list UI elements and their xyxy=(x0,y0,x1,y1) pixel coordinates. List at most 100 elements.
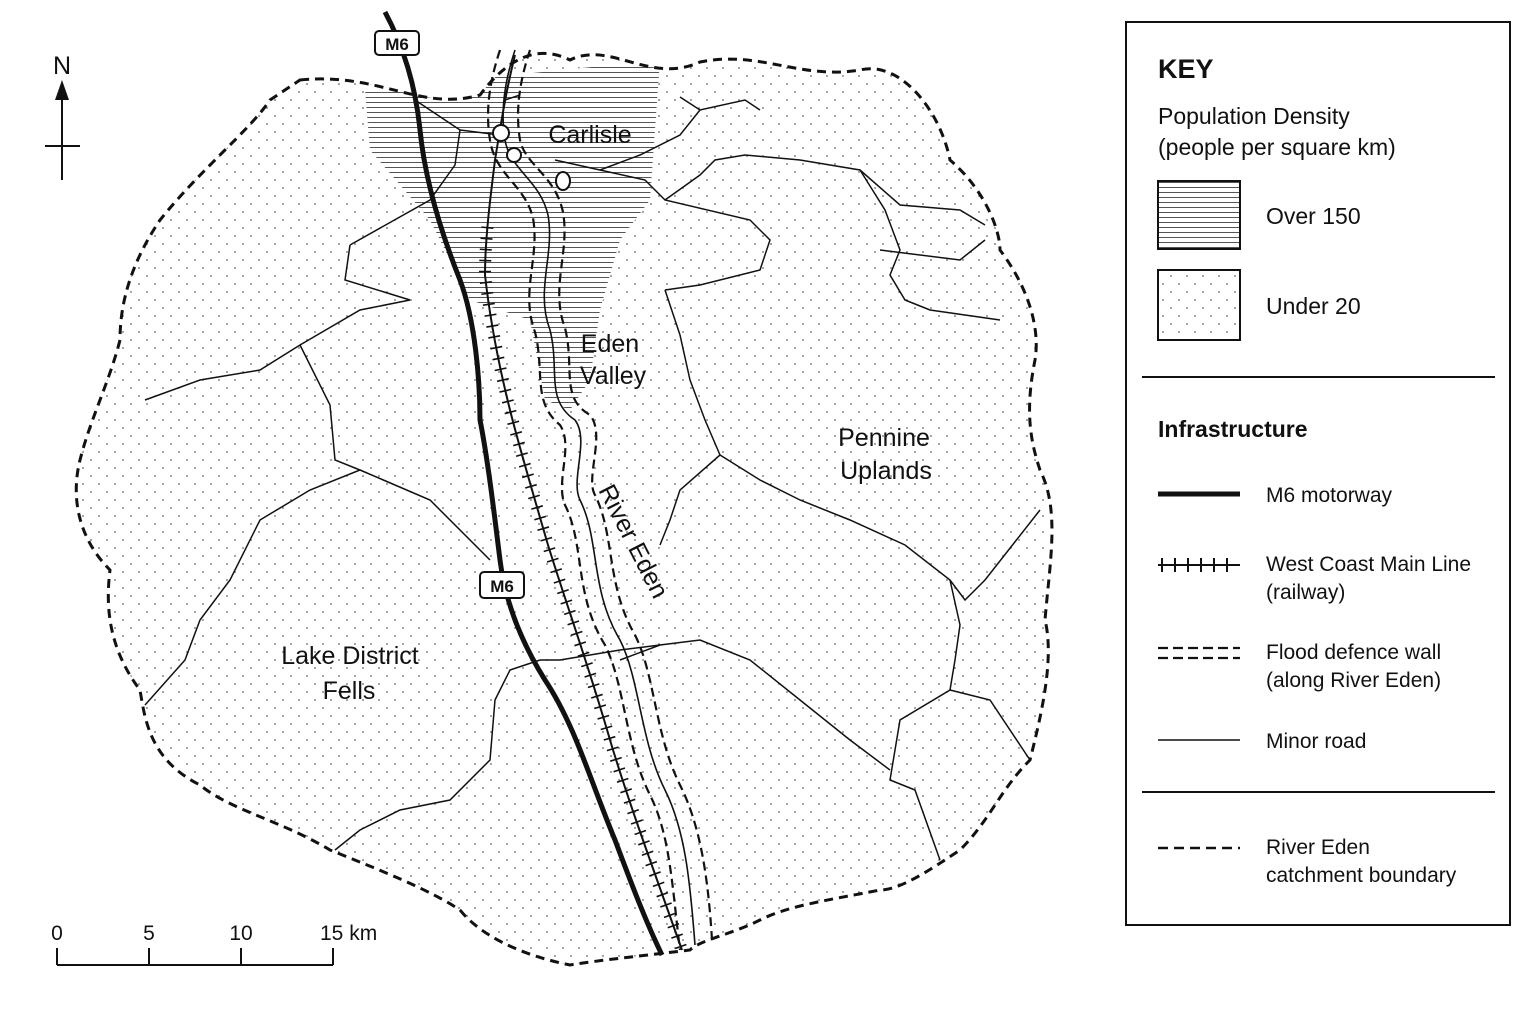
railway-tick xyxy=(606,746,619,752)
railway-tick xyxy=(667,922,680,929)
railway-tick xyxy=(537,526,550,532)
minor-roads xyxy=(144,94,1041,861)
railway-tick xyxy=(584,672,597,678)
population-heading-line2: (people per square km) xyxy=(1158,134,1396,160)
railway-tick xyxy=(574,641,587,647)
density-over-150-area xyxy=(365,60,660,410)
railway-tick xyxy=(531,505,544,510)
map-key: KEY Population Density (people per squar… xyxy=(1125,21,1511,926)
swatch-over-150 xyxy=(1157,180,1241,250)
railway-tick xyxy=(567,620,580,626)
pennine-uplands-label-line1: Pennine xyxy=(838,424,930,452)
railway-tick xyxy=(613,767,626,773)
railway-tick xyxy=(563,609,576,616)
railway-tick xyxy=(553,578,566,584)
railway-tick xyxy=(648,871,661,877)
railway-tick xyxy=(501,399,514,404)
carlisle-settlements xyxy=(492,124,571,191)
railway-tick xyxy=(481,226,494,229)
boundary-key-label-line1: River Eden xyxy=(1266,836,1370,859)
minor-road-key-label: Minor road xyxy=(1266,730,1366,753)
density-label-over-150: Over 150 xyxy=(1266,203,1361,229)
railway-tick xyxy=(550,568,563,574)
railway-tick xyxy=(521,473,534,479)
railway-tick xyxy=(590,693,603,699)
railway-tick xyxy=(652,881,665,888)
railway-tick xyxy=(480,237,493,240)
motorway-key-label: M6 motorway xyxy=(1266,484,1393,507)
railway-tick xyxy=(671,933,683,939)
railway-key-label-line2: (railway) xyxy=(1266,581,1345,604)
railway-tick xyxy=(660,902,672,908)
railway-tick xyxy=(634,829,647,836)
railway-tick xyxy=(600,725,613,731)
railway-symbol xyxy=(1158,558,1240,572)
railway-tick xyxy=(546,557,559,563)
river-eden xyxy=(486,49,714,951)
m6-shield-label: M6 xyxy=(385,35,409,54)
railway-tick xyxy=(488,335,501,339)
railway-tick xyxy=(481,291,494,296)
railway-tick xyxy=(512,441,525,447)
scale-tick-label: 5 xyxy=(143,922,155,945)
lake-district-label-line1: Lake District xyxy=(281,642,419,670)
railway-tick xyxy=(663,912,676,919)
railway-tick xyxy=(630,819,643,825)
railway-tick xyxy=(637,840,650,846)
railway-tick xyxy=(518,462,531,468)
railway-tick xyxy=(616,777,629,783)
railway-tick xyxy=(507,420,520,426)
railway-tick xyxy=(641,850,654,856)
railway-tick xyxy=(674,943,687,950)
north-label: N xyxy=(53,52,71,80)
town-marker xyxy=(506,147,522,163)
railway-tick xyxy=(609,756,622,762)
railway-tick xyxy=(482,302,495,306)
railway-tick xyxy=(656,891,669,898)
m6-motorway xyxy=(382,10,665,957)
key-title: KEY xyxy=(1158,54,1214,84)
railway-tick xyxy=(557,588,569,595)
m6-shield-label: M6 xyxy=(490,577,514,596)
railway-tick xyxy=(594,704,607,710)
lake-district-label-line2: Fells xyxy=(323,677,376,705)
railway-tick xyxy=(645,860,658,867)
railway-tick xyxy=(560,599,573,605)
flood-defence-wall-east xyxy=(516,49,714,941)
flood-wall-key-label-line1: Flood defence wall xyxy=(1266,641,1441,664)
railway-tick xyxy=(528,494,541,500)
railway-key-label-line1: West Coast Main Line xyxy=(1266,553,1471,576)
railway-tick xyxy=(479,280,492,285)
railway-tick xyxy=(577,651,590,657)
railway-tick xyxy=(499,388,512,393)
density-label-under-20: Under 20 xyxy=(1266,293,1361,319)
railway-tick xyxy=(534,515,547,521)
railway-tick xyxy=(543,547,556,553)
town-marker xyxy=(555,171,571,191)
flood-wall-symbol xyxy=(1158,646,1240,660)
railway-tick xyxy=(524,483,537,489)
m6-shield-south: M6 xyxy=(479,571,525,599)
railway-tick xyxy=(540,536,553,542)
railway-tick xyxy=(494,367,507,372)
town-marker xyxy=(492,124,510,142)
scale-bar: 0 5 10 15 km xyxy=(51,922,377,966)
railway-tick xyxy=(490,345,503,350)
railway-tick xyxy=(627,808,640,815)
railway-tick xyxy=(623,798,636,804)
railway-tick xyxy=(620,788,633,794)
population-heading-line1: Population Density xyxy=(1158,103,1350,129)
scale-tick-label: 0 xyxy=(51,922,63,945)
west-coast-main-line xyxy=(479,54,687,951)
carlisle-label: Carlisle xyxy=(548,121,631,149)
eden-valley-label-line1: Eden xyxy=(581,330,639,358)
railway-tick xyxy=(580,662,593,668)
railway-tick xyxy=(496,377,509,383)
infrastructure-heading: Infrastructure xyxy=(1158,416,1308,442)
eden-valley-label-line2: Valley xyxy=(580,362,647,390)
railway-tick xyxy=(479,248,492,251)
railway-tick xyxy=(597,714,610,720)
pennine-uplands-label-line2: Uplands xyxy=(840,457,932,485)
railway-tick xyxy=(570,630,583,637)
